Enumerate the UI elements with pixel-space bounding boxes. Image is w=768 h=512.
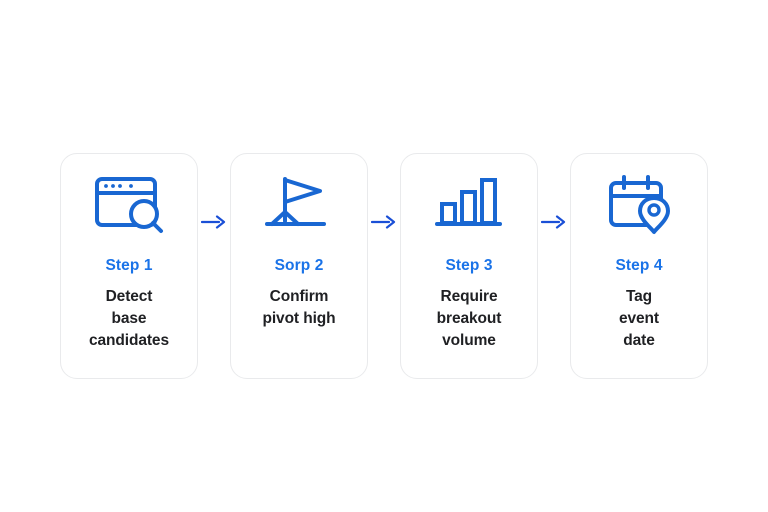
step-description: Tag event date bbox=[619, 287, 659, 349]
step-description: Require breakout volume bbox=[436, 287, 502, 349]
arrow-right-icon-1 bbox=[198, 153, 230, 379]
step-description: Confirm pivot high bbox=[262, 287, 336, 327]
process-flow: Step 1 Detect base candidates Sorp 2 Con… bbox=[60, 153, 708, 379]
step-card-1[interactable]: Step 1 Detect base candidates bbox=[60, 153, 198, 379]
browser-search-icon bbox=[61, 154, 197, 246]
step-description: Detect base candidates bbox=[89, 287, 169, 349]
step-label: Step 3 bbox=[445, 257, 493, 274]
bar-chart-icon bbox=[401, 154, 537, 246]
step-label: Sorp 2 bbox=[274, 257, 324, 274]
arrow-right-icon-2 bbox=[368, 153, 400, 379]
step-card-4[interactable]: Step 4 Tag event date bbox=[570, 153, 708, 379]
step-card-3[interactable]: Step 3 Require breakout volume bbox=[400, 153, 538, 379]
step-label: Step 4 bbox=[615, 257, 663, 274]
arrow-right-icon-3 bbox=[538, 153, 570, 379]
calendar-location-icon bbox=[571, 154, 707, 246]
step-card-2[interactable]: Sorp 2 Confirm pivot high bbox=[230, 153, 368, 379]
flag-icon bbox=[231, 154, 367, 246]
step-label: Step 1 bbox=[105, 257, 153, 274]
